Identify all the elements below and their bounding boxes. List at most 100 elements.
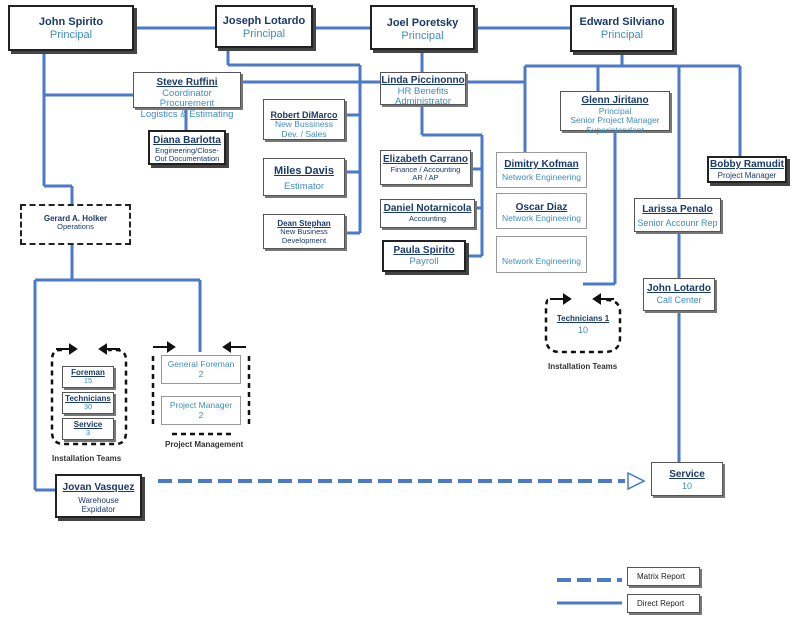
node-robert-dimarco[interactable]: Robert DiMarco New Bussiness Dev. / Sale… — [263, 99, 345, 140]
legend-matrix-label: Matrix Report — [637, 572, 686, 581]
node-diana-barlotta[interactable]: Diana Barlotta Engineering/Close- Out Do… — [148, 130, 226, 165]
principal-role: Principal — [242, 27, 286, 40]
node-role: Payroll — [409, 255, 439, 267]
principal-role: Principal — [49, 28, 93, 41]
node-role: Network Engineering — [502, 212, 581, 223]
legend-direct-report: Direct Report — [627, 594, 700, 613]
principal-edward-silviano[interactable]: Edward Silviano Principal — [570, 5, 674, 52]
node-role: Development — [281, 235, 327, 245]
node-role: New Business — [280, 227, 328, 237]
principal-name: Joel Poretsky — [386, 17, 459, 29]
node-dimitry-kofman[interactable]: Dimitry Kofman Network Engineering — [496, 152, 587, 188]
node-role: Superintendant — [586, 125, 644, 136]
legend-direct-label: Direct Report — [637, 599, 685, 608]
node-name: Steve Ruffini — [156, 77, 218, 88]
team-foreman[interactable]: Foreman 15 — [62, 366, 114, 388]
node-paula-spirito[interactable]: Paula Spirito Payroll — [382, 240, 466, 272]
node-name: Dimitry Kofman — [504, 159, 579, 170]
node-network-engineering-vacant[interactable]: Network Engineering — [496, 236, 587, 273]
team-name: General Foreman — [167, 359, 235, 369]
team-count: 2 — [198, 409, 204, 420]
node-name: Diana Barlotta — [153, 135, 221, 146]
team-general-foreman[interactable]: General Foreman 2 — [161, 355, 241, 384]
node-name: Paula Spirito — [393, 245, 455, 256]
caption-installation-teams-left: Installation Teams — [52, 454, 122, 463]
node-role: Warehouse — [78, 495, 119, 505]
principal-name: Joseph Lotardo — [222, 15, 306, 27]
node-role: HR Benefits — [397, 85, 449, 97]
node-count: 10 — [681, 480, 692, 491]
node-name: Larissa Penalo — [642, 204, 713, 215]
node-larissa-penalo[interactable]: Larissa Penalo Senior Accounr Rep — [634, 198, 721, 232]
team-technicians[interactable]: Technicians 30 — [62, 392, 114, 414]
node-role: Project Manager — [717, 170, 777, 180]
node-name: John Lotardo — [647, 283, 711, 294]
team-count: 30 — [83, 402, 93, 412]
node-name: Jovan Vasquez — [62, 482, 135, 493]
node-role: Network Engineering — [502, 171, 581, 182]
node-name: Dean Stephan — [277, 219, 331, 228]
node-name: Daniel Notarnicola — [383, 203, 472, 214]
node-role: Senior Project Manager — [570, 115, 660, 126]
node-role: Administrator — [395, 96, 451, 108]
node-role: Call Center — [656, 294, 702, 305]
team-name: Technicians — [65, 394, 111, 403]
node-role: Expidator — [81, 504, 116, 514]
node-jovan-vasquez[interactable]: Jovan Vasquez Warehouse Expidator — [55, 474, 142, 518]
team-count: 15 — [83, 376, 93, 386]
principal-name: Edward Silviano — [579, 16, 665, 28]
team-name: Service — [73, 420, 103, 429]
node-name: Miles Davis — [274, 165, 334, 177]
team-project-manager[interactable]: Project Manager 2 — [161, 396, 241, 425]
node-glenn-jiritano[interactable]: Glenn Jiritano Principal Senior Project … — [560, 91, 670, 135]
node-elizabeth-carrano[interactable]: Elizabeth Carrano Finance / Accounting A… — [380, 150, 471, 185]
principal-john-spirito[interactable]: John Spirito Principal — [8, 5, 134, 51]
node-john-lotardo[interactable]: John Lotardo Call Center — [643, 278, 715, 311]
node-dean-stephan[interactable]: Dean Stephan New Business Development — [263, 214, 345, 249]
node-bobby-ramudit[interactable]: Bobby Ramudit Project Manager — [707, 156, 787, 183]
node-name: Bobby Ramudit — [710, 159, 784, 170]
node-role: Network Engineering — [502, 256, 581, 266]
principal-joseph-lotardo[interactable]: Joseph Lotardo Principal — [215, 5, 313, 48]
node-name: Robert DiMarco — [270, 110, 338, 120]
team-service[interactable]: Service 3 — [62, 418, 114, 440]
node-miles-davis[interactable]: Miles Davis Estimator — [263, 158, 345, 196]
team-name: Foreman — [71, 368, 105, 377]
node-role: Finance / Accounting — [390, 164, 461, 174]
node-linda-piccinonno[interactable]: Linda Piccinonno HR Benefits Administrat… — [380, 72, 466, 108]
node-role: New Bussiness — [274, 119, 334, 130]
node-name: Gerard A. Holker — [43, 214, 108, 223]
principal-joel-poretsky[interactable]: Joel Poretsky Principal — [370, 5, 475, 50]
node-oscar-diaz[interactable]: Oscar Diaz Network Engineering — [496, 193, 587, 229]
node-role: Operations — [57, 222, 94, 232]
node-gerard-holker[interactable]: Gerard A. Holker Operations — [20, 204, 131, 245]
caption-project-management: Project Management — [165, 440, 244, 449]
node-steve-ruffini[interactable]: Steve Ruffini Coordinator Procurement Lo… — [133, 72, 241, 120]
node-technicians-1[interactable]: Technicians 1 10 — [551, 309, 615, 343]
node-role: Engineering/Close- — [155, 145, 219, 155]
principal-name: John Spirito — [38, 16, 104, 28]
node-role: Dev. / Sales — [281, 129, 327, 140]
node-count: 10 — [577, 325, 588, 336]
node-role: Estimator — [283, 180, 325, 192]
node-daniel-notarnicola[interactable]: Daniel Notarnicola Accounting — [380, 199, 475, 228]
node-name: Oscar Diaz — [515, 202, 568, 213]
node-role: Logistics & Estimating — [140, 109, 234, 121]
node-service[interactable]: Service 10 — [651, 462, 723, 496]
node-role: Principal — [598, 105, 632, 116]
node-role: AR / AP — [412, 173, 439, 183]
team-count: 2 — [198, 368, 204, 379]
principal-role: Principal — [401, 29, 444, 42]
node-role: Out Documentation — [154, 154, 220, 164]
team-count: 3 — [85, 428, 91, 438]
principal-role: Principal — [600, 28, 644, 41]
node-name: Glenn Jiritano — [581, 95, 649, 106]
legend-matrix-report: Matrix Report — [627, 567, 700, 586]
node-name: Elizabeth Carrano — [382, 154, 469, 165]
node-role: Accounting — [408, 213, 447, 223]
node-name: Technicians 1 — [556, 314, 610, 323]
caption-installation-teams-right: Installation Teams — [548, 362, 618, 371]
node-name: Linda Piccinonno — [381, 75, 465, 86]
node-name: Service — [669, 469, 705, 480]
